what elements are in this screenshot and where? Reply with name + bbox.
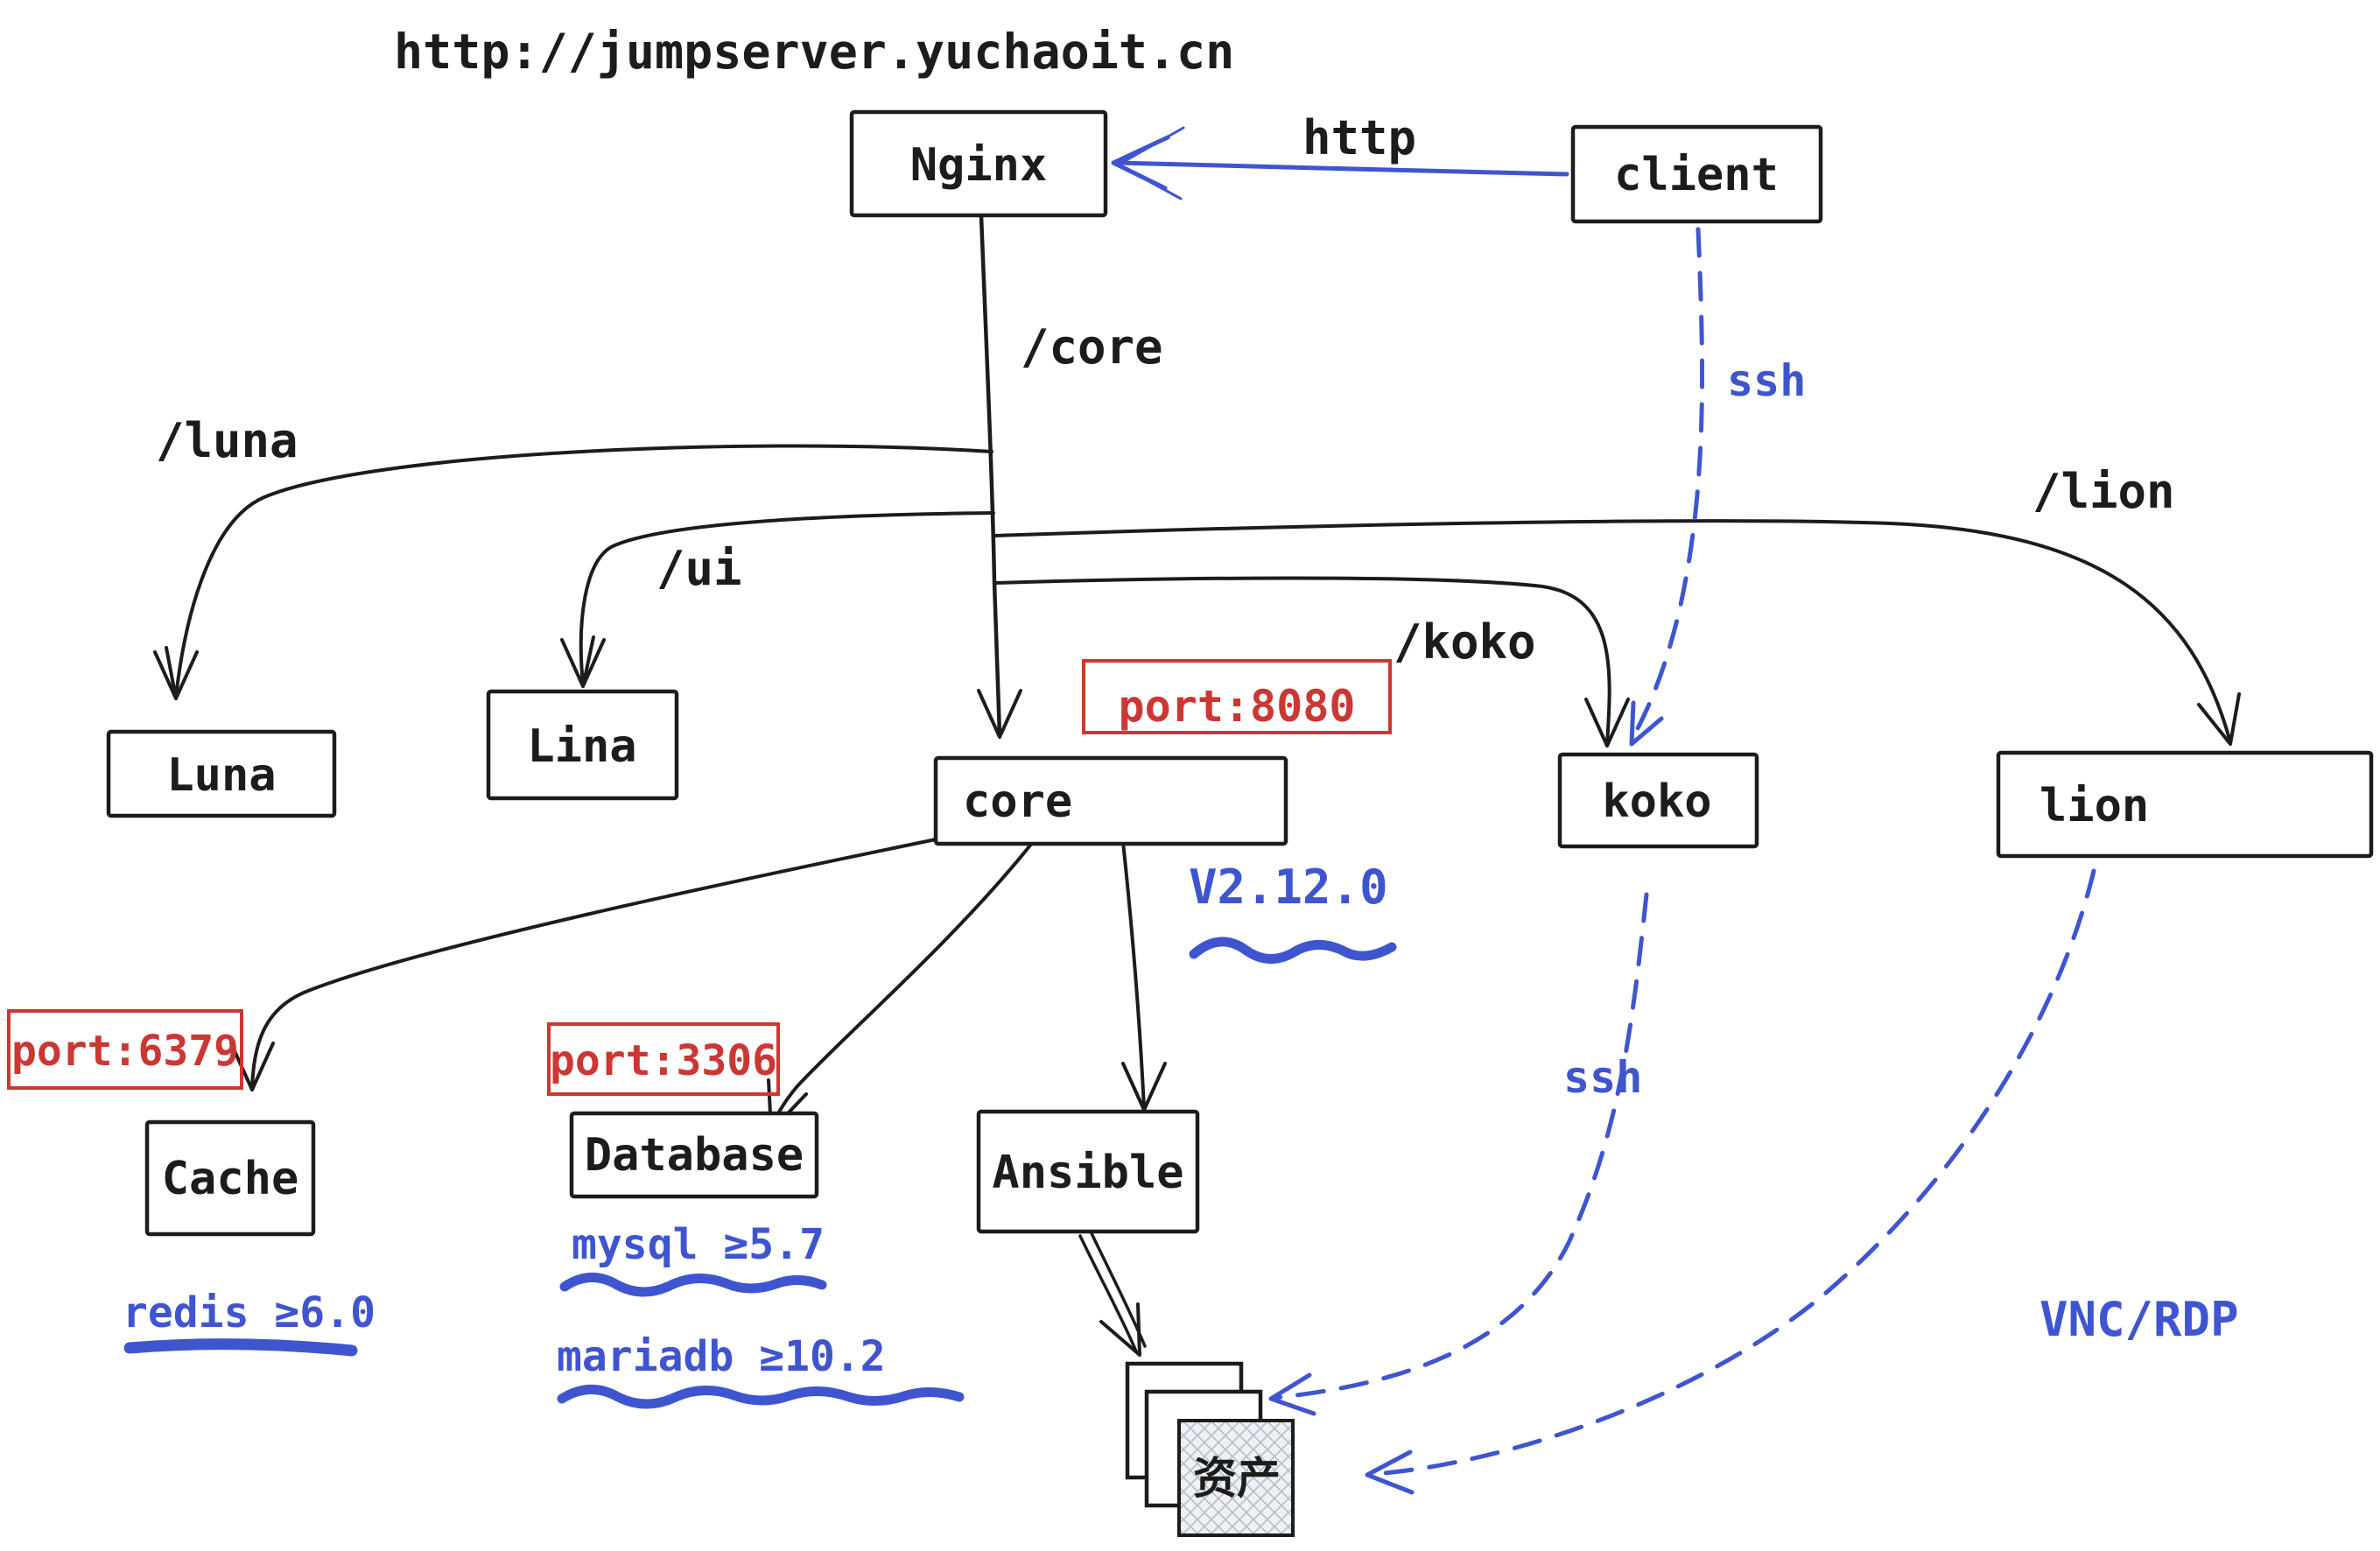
- core-path-label: /core: [1021, 319, 1163, 375]
- edge-nginx-luna-line: [174, 444, 993, 698]
- vnc-rdp-label: VNC/RDP: [2039, 1292, 2239, 1347]
- ssh-koko-label: ssh: [1563, 1052, 1642, 1103]
- db-req-mariadb-label: mariadb ≥10.2: [557, 1332, 886, 1381]
- edge-lion-assets-vnc-line: [1372, 868, 2096, 1477]
- node-ansible: Ansible: [976, 1109, 1200, 1234]
- core-port-label: port:8080: [1119, 681, 1356, 732]
- lina-box: [486, 689, 679, 801]
- cache-port-label: port:6379: [11, 1027, 239, 1076]
- assets-box-front: [1177, 1419, 1295, 1537]
- db-req-mysql-underline: [559, 1273, 827, 1297]
- edge-core-database-line: [769, 840, 1035, 1131]
- badge-core-port: port:8080: [1082, 659, 1392, 734]
- koko-box: [1557, 752, 1759, 849]
- node-cache: Cache: [144, 1119, 316, 1237]
- node-client: client: [1570, 124, 1823, 224]
- arrowhead-koko-black: [1584, 698, 1630, 747]
- cache-box: [144, 1119, 316, 1237]
- assets-label: 资产: [1193, 1453, 1281, 1504]
- lion-box: [1996, 750, 2374, 859]
- node-koko: koko: [1557, 752, 1759, 849]
- arrowhead-ssh-koko: [1268, 1372, 1316, 1416]
- node-lion: lion: [1996, 750, 2374, 859]
- lina-label: Lina: [527, 720, 636, 773]
- core-port-box: [1082, 659, 1392, 734]
- cache-req-underline: [123, 1338, 358, 1357]
- node-assets: 资产: [1125, 1361, 1295, 1537]
- cache-req-label: redis ≥6.0: [123, 1288, 376, 1337]
- koko-path-label: /koko: [1394, 614, 1536, 670]
- arrowhead-http-feather: [1117, 126, 1185, 200]
- edge-nginx-lion-line: [993, 519, 2232, 744]
- arrowhead-core: [977, 689, 1022, 739]
- badge-db-port: port:3306: [547, 1022, 780, 1096]
- luna-label: Luna: [166, 749, 276, 802]
- node-core: core: [933, 755, 1288, 846]
- db-port-box: [547, 1022, 780, 1096]
- ansible-label: Ansible: [992, 1147, 1183, 1199]
- node-lina: Lina: [486, 689, 679, 801]
- node-luna: Luna: [106, 729, 337, 818]
- nginx-label: Nginx: [910, 139, 1048, 192]
- arrowhead-vnc-rdp: [1365, 1449, 1415, 1495]
- node-database: Database: [569, 1111, 819, 1199]
- arrowhead-ssh-client: [1629, 700, 1664, 747]
- lion-path-label: /lion: [2032, 464, 2175, 519]
- ansible-box: [976, 1109, 1200, 1234]
- edge-nginx-koko-line: [993, 576, 1611, 746]
- edge-core-ansible-line: [1121, 840, 1146, 1110]
- db-port-label: port:3306: [550, 1036, 777, 1085]
- luna-box: [106, 729, 337, 818]
- edge-nginx-core-line: [979, 214, 1002, 738]
- db-req-mariadb-underline: [557, 1385, 965, 1409]
- arrowhead-assets-black: [1099, 1302, 1141, 1357]
- cache-port-box: [7, 1009, 243, 1090]
- arrowhead-ansible: [1121, 1062, 1167, 1112]
- luna-path-label: /luna: [156, 413, 298, 468]
- core-version-label: V2.12.0: [1189, 860, 1388, 915]
- cache-label: Cache: [162, 1153, 299, 1205]
- database-label: Database: [585, 1129, 804, 1182]
- arrowhead-lina: [560, 635, 606, 688]
- node-nginx: Nginx: [849, 109, 1108, 218]
- database-box: [569, 1111, 819, 1199]
- ssh-client-label: ssh: [1727, 355, 1806, 406]
- client-label: client: [1614, 149, 1779, 201]
- core-box: [933, 755, 1288, 846]
- edge-nginx-lina-line: [579, 511, 995, 686]
- http-label: http: [1302, 110, 1416, 165]
- arrowhead-lion: [2197, 692, 2241, 746]
- core-version-underline: [1189, 937, 1397, 964]
- client-box: [1570, 124, 1823, 224]
- ui-path-label: /ui: [656, 541, 742, 596]
- core-label: core: [963, 776, 1072, 828]
- lion-label: lion: [2039, 780, 2149, 832]
- edge-koko-assets-ssh-line: [1272, 892, 1649, 1400]
- diagram-title: http://jumpserver.yuchaoit.cn: [394, 24, 1234, 80]
- edge-client-nginx-http-line: [1114, 160, 1569, 177]
- arrowhead-luna: [153, 646, 199, 700]
- edge-core-cache-line: [250, 837, 942, 1090]
- koko-label: koko: [1602, 776, 1711, 828]
- badge-cache-port: port:6379: [7, 1009, 243, 1090]
- nginx-box: [849, 109, 1108, 218]
- edge-client-koko-ssh-line: [1629, 227, 1705, 743]
- db-req-mysql-label: mysql ≥5.7: [572, 1220, 825, 1269]
